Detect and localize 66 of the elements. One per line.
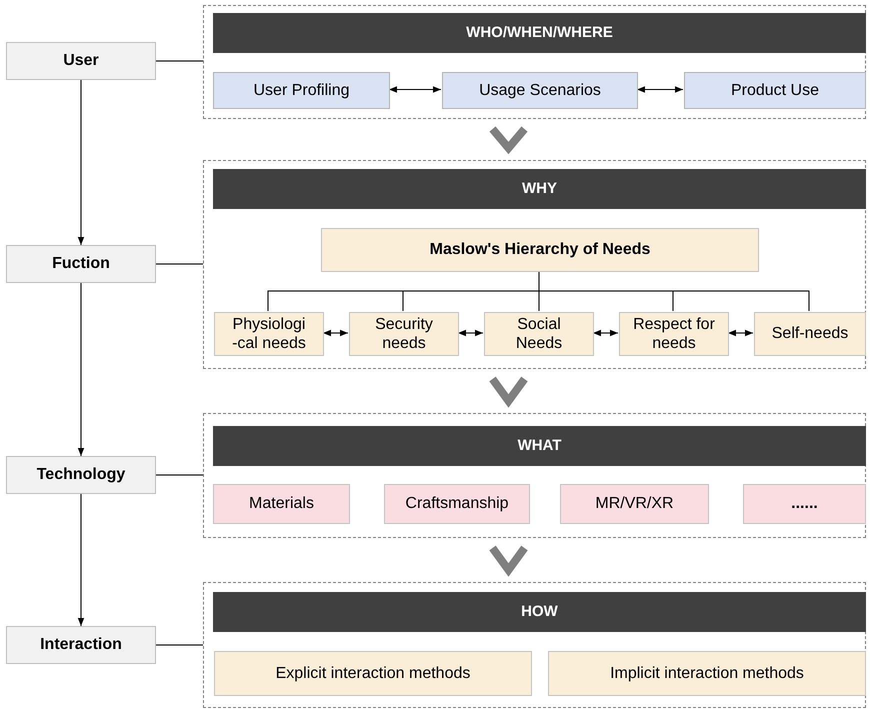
title-box [321,228,759,272]
item-box [214,651,532,696]
node-label: WHY [521,180,558,198]
item-box [560,484,709,524]
node-label: HOW [520,603,559,621]
header-bar [213,13,866,53]
arrow [78,494,84,626]
node-label: Technology [36,465,126,485]
node-label: Product Use [730,80,820,100]
arrow [322,330,348,336]
arrow [78,80,84,246]
node-label: Physiologi -cal needs [231,314,307,354]
arrow [636,86,684,93]
dashed-panel [203,160,866,369]
node-label: Explicit interaction methods [274,664,472,684]
node-label: Implicit interaction methods [609,664,805,684]
dashed-panel [203,5,866,119]
item-box [684,72,866,109]
node-label: Usage Scenarios [478,80,602,100]
chevron-arrow [489,546,528,577]
item-box [214,312,324,356]
item-box [213,484,350,524]
item-box [743,484,866,524]
item-box [442,72,638,109]
node-label: Fuction [51,254,111,274]
item-box [754,312,866,356]
stage-box [6,626,156,664]
node-label: Social Needs [514,314,564,354]
node-label: WHAT [516,437,562,455]
stage-box [6,245,156,283]
arrow [728,330,754,336]
node-label: Security needs [374,314,434,354]
arrow [458,330,484,336]
dashed-panel [203,582,866,708]
node-label: Materials [248,494,315,514]
item-box [484,312,594,356]
item-box [384,484,530,524]
stage-box [6,42,156,80]
node-label: Interaction [39,635,123,655]
node-label: Self-needs [770,324,850,344]
arrow [592,330,618,336]
item-box [548,651,866,696]
connector-line [538,270,810,312]
node-label: WHO/WHEN/WHERE [465,24,614,42]
connector-line [156,474,204,476]
stage-box [6,456,156,494]
item-box [349,312,459,356]
node-label: User Profiling [252,80,351,100]
node-label: Maslow's Hierarchy of Needs [428,240,652,260]
chevron-arrow [489,126,528,154]
connector-line [156,60,204,62]
node-label: ...... [790,494,819,514]
node-label: MR/VR/XR [594,494,675,514]
node-label: Craftsmanship [404,494,510,514]
header-bar [213,426,866,466]
node-label: User [62,51,100,71]
chevron-arrow [489,376,528,408]
item-box [619,312,729,356]
header-bar [213,592,866,632]
arrow [388,86,442,93]
connector-line [156,644,204,646]
dashed-panel [203,413,866,538]
node-label: Respect for needs [632,314,716,354]
arrow [78,282,84,456]
item-box [213,72,390,109]
header-bar [213,169,866,209]
